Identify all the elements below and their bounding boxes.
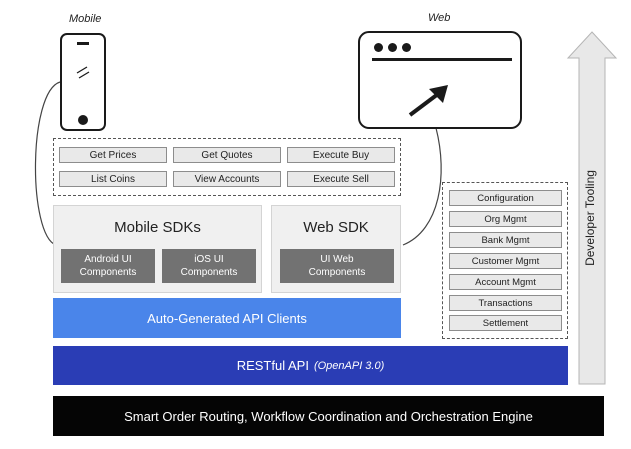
ui-web-components: UI Web Components: [280, 249, 394, 283]
phone-speaker: [77, 42, 89, 45]
phone-glare-icon: [76, 66, 90, 79]
orchestration-engine-label: Smart Order Routing, Workflow Coordinati…: [124, 408, 533, 424]
browser-window-icon: [358, 31, 522, 129]
mobile-sdks-panel: Mobile SDKs Android UI Components iOS UI…: [53, 205, 262, 293]
endpoint-view-accounts: View Accounts: [173, 171, 281, 187]
admin-settlement: Settlement: [449, 315, 562, 331]
admin-account-mgmt: Account Mgmt: [449, 274, 562, 290]
mobile-sdks-title: Mobile SDKs: [114, 219, 201, 236]
window-address-bar-line: [372, 58, 512, 61]
endpoint-execute-sell: Execute Sell: [287, 171, 395, 187]
admin-bank-mgmt: Bank Mgmt: [449, 232, 562, 248]
endpoint-list-coins: List Coins: [59, 171, 167, 187]
api-endpoints-group: [53, 138, 401, 196]
mobile-label: Mobile: [69, 13, 102, 25]
admin-org-mgmt: Org Mgmt: [449, 211, 562, 227]
developer-tooling-arrow: [566, 31, 618, 385]
window-dot-2: [388, 43, 397, 52]
window-dot-3: [402, 43, 411, 52]
phone-home-button: [78, 115, 88, 125]
admin-customer-mgmt: Customer Mgmt: [449, 253, 562, 269]
endpoint-execute-buy: Execute Buy: [287, 147, 395, 163]
mobile-phone-icon: [60, 33, 106, 131]
restful-api-layer: RESTful API (OpenAPI 3.0): [53, 346, 568, 385]
restful-api-label: RESTful API: [236, 358, 309, 373]
admin-functions-group: [442, 182, 568, 339]
cursor-arrow-icon: [408, 85, 448, 117]
window-dot-1: [374, 43, 383, 52]
developer-tooling-label: Developer Tooling: [583, 170, 597, 266]
web-sdk-title: Web SDK: [303, 219, 369, 236]
web-sdk-panel: Web SDK UI Web Components: [271, 205, 401, 293]
orchestration-engine-layer: Smart Order Routing, Workflow Coordinati…: [53, 396, 604, 436]
ui-web-components-label: UI Web Components: [308, 254, 366, 278]
admin-transactions: Transactions: [449, 295, 562, 311]
web-connector: [402, 127, 442, 246]
admin-configuration: Configuration: [449, 190, 562, 206]
android-ui-components-label: Android UI Components: [79, 254, 137, 278]
android-ui-components: Android UI Components: [61, 249, 155, 283]
mobile-connector: [34, 81, 61, 246]
ios-ui-components-label: iOS UI Components: [180, 254, 238, 278]
ios-ui-components: iOS UI Components: [162, 249, 256, 283]
api-clients-label: Auto-Generated API Clients: [147, 310, 307, 326]
endpoint-get-quotes: Get Quotes: [173, 147, 281, 163]
api-clients-layer: Auto-Generated API Clients: [53, 298, 401, 338]
web-label: Web: [428, 12, 451, 24]
endpoint-get-prices: Get Prices: [59, 147, 167, 163]
restful-api-spec: (OpenAPI 3.0): [313, 359, 385, 372]
